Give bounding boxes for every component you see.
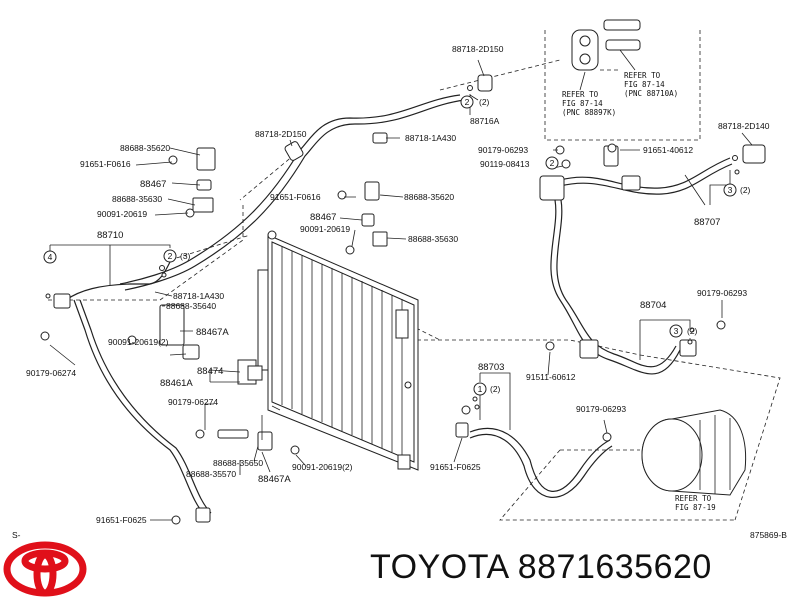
label-88688-35570: 88688-35570 xyxy=(186,469,236,479)
callout-qty: (2) xyxy=(490,384,501,394)
pipe-88704 xyxy=(550,199,681,375)
callout-number: 2 xyxy=(550,158,555,168)
label-91651-40612: 91651-40612 xyxy=(643,145,693,155)
drawing-code: 875869-B xyxy=(750,530,787,540)
callout-qty: (2) xyxy=(687,326,698,336)
ref-line-3: (PNC 88897K) xyxy=(562,108,616,117)
ref-note-fig-87-14-a: REFER TO FIG 87-14 (PNC 88897K) xyxy=(562,90,616,117)
label-88688-35620-b: 88688-35620 xyxy=(404,192,454,202)
pipe-upper-center-2 xyxy=(124,99,466,291)
ref-line-2: FIG 87-14 xyxy=(562,99,603,108)
callout-number: 2 xyxy=(168,251,173,261)
label-88461A: 88461A xyxy=(160,378,193,389)
fittings xyxy=(40,74,766,525)
label-91511-60612: 91511-60612 xyxy=(526,372,576,382)
ref-line-3: (PNC 88710A) xyxy=(624,89,678,98)
ref-line-1: REFER TO xyxy=(675,494,712,503)
label-88710: 88710 xyxy=(97,230,123,241)
label-88688-35630-b: 88688-35630 xyxy=(408,234,458,244)
ref-line-2: FIG 87-14 xyxy=(624,80,665,89)
dashed-boundary-right xyxy=(375,339,781,521)
label-88718-2D150-top: 88718-2D150 xyxy=(452,44,504,54)
pipe-left-long xyxy=(73,299,206,516)
callout-circle-3-88704: 3 (2) xyxy=(669,324,698,338)
label-90179-06293-b: 90179-06293 xyxy=(576,404,626,414)
ref-line-2: FIG 87-19 xyxy=(675,503,716,512)
s-mark: S- xyxy=(12,530,21,540)
callout-circle-2-left: 2 (3) xyxy=(163,249,191,263)
callout-circle-4: 4 xyxy=(43,250,57,264)
callout-circle-2-upper-right: 2 xyxy=(545,156,559,170)
label-90179-06274-a: 90179-06274 xyxy=(26,368,76,378)
label-88716A: 88716A xyxy=(470,116,500,126)
label-91651-F0616-b: 91651-F0616 xyxy=(270,192,321,202)
pipe-88704-2 xyxy=(556,199,677,368)
callout-number: 2 xyxy=(465,97,470,107)
pipe-88710 xyxy=(65,261,171,301)
callout-circle-2-top: 2 (2) xyxy=(460,95,490,109)
ref-line-1: REFER TO xyxy=(624,71,661,80)
ref-note-fig-87-19: REFER TO FIG 87-19 xyxy=(675,494,716,512)
label-88688-35640: 88688-35640 xyxy=(166,301,216,311)
o-rings xyxy=(45,85,740,410)
label-88467-b: 88467 xyxy=(310,212,336,223)
label-88718-1A430-left: 88718-1A430 xyxy=(173,291,224,301)
pipe-88703 xyxy=(469,427,611,492)
label-90091-20619-a: 90091-20619 xyxy=(97,209,147,219)
label-91651-F0625-a: 91651-F0625 xyxy=(96,515,147,525)
ref-line-1: REFER TO xyxy=(562,90,599,99)
service-valve-parts xyxy=(571,19,641,91)
label-88688-35620-a: 88688-35620 xyxy=(120,143,170,153)
callout-number: 3 xyxy=(674,326,679,336)
callout-qty: (2) xyxy=(479,97,490,107)
condenser xyxy=(257,230,419,471)
callout-number: 4 xyxy=(48,252,53,262)
pipe-88707 xyxy=(559,157,731,189)
callout-number: 1 xyxy=(478,384,483,394)
label-88707: 88707 xyxy=(694,217,720,228)
dashed-boundary-left xyxy=(48,205,244,301)
label-90091-20619-b: 90091-20619 xyxy=(300,224,350,234)
label-88688-35650: 88688-35650 xyxy=(213,458,263,468)
pipe-88703-2 xyxy=(469,433,613,498)
label-90091-20619-2-a: 90091-20619(2) xyxy=(108,337,169,347)
ref-note-fig-87-14-b: REFER TO FIG 87-14 (PNC 88710A) xyxy=(624,71,678,98)
receiver-dryer xyxy=(237,359,263,385)
label-88688-35630-a: 88688-35630 xyxy=(112,194,162,204)
label-88467-a: 88467 xyxy=(140,179,166,190)
label-91651-F0625-b: 91651-F0625 xyxy=(430,462,481,472)
label-88467A-a: 88467A xyxy=(196,327,229,338)
label-90179-06293-c: 90179-06293 xyxy=(478,145,528,155)
label-88704: 88704 xyxy=(640,300,666,311)
label-88718-2D140: 88718-2D140 xyxy=(718,121,770,131)
callout-circle-3-88707: 3 (2) xyxy=(723,183,751,197)
label-90119-08413: 90119-08413 xyxy=(480,159,530,169)
pipe-left-long-2 xyxy=(79,299,212,514)
label-91651-F0616-a: 91651-F0616 xyxy=(80,159,131,169)
label-88718-2D150-mid: 88718-2D150 xyxy=(255,129,307,139)
label-88703: 88703 xyxy=(478,362,504,373)
callout-qty: (2) xyxy=(740,185,751,195)
callout-number: 3 xyxy=(728,185,733,195)
callout-circle-1: 1 (2) xyxy=(473,382,501,396)
label-88467A-b: 88467A xyxy=(258,474,291,485)
toyota-logo-icon xyxy=(3,541,87,597)
label-88718-1A430-mid: 88718-1A430 xyxy=(405,133,456,143)
label-88474: 88474 xyxy=(197,366,223,377)
label-90179-06293-a: 90179-06293 xyxy=(697,288,747,298)
brand-part-number: TOYOTA 8871635620 xyxy=(370,548,712,586)
callout-qty: (3) xyxy=(180,251,191,261)
label-90179-06274-b: 90179-06274 xyxy=(168,397,218,407)
label-90091-20619-2-b: 90091-20619(2) xyxy=(292,462,353,472)
compressor xyxy=(641,409,747,496)
pipe-88707-2 xyxy=(559,163,733,195)
